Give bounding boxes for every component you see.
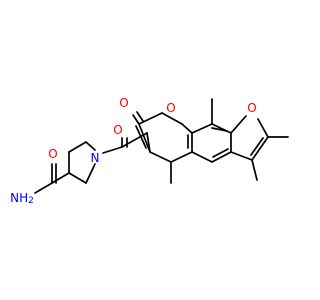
pyran-oxygen-label: O xyxy=(166,101,175,115)
ketone-oxygen-label: O xyxy=(113,123,122,137)
bond-lines xyxy=(34,98,289,194)
atom-labels: NH2 O N O O O O xyxy=(10,96,257,206)
amide-nh2-subscript: 2 xyxy=(28,196,34,206)
amide-oxygen-label: O xyxy=(48,147,57,161)
amide-nh2-text: NH xyxy=(10,191,28,205)
molecule-drawing: NH2 O N O O O O xyxy=(10,96,289,206)
furan-oxygen-label: O xyxy=(247,101,256,115)
amide-nh2-label: NH2 xyxy=(10,191,34,206)
piperidine-nitrogen-label: N xyxy=(91,151,100,165)
lactone-carbonyl-oxygen-label: O xyxy=(119,96,128,110)
structure-canvas: NH2 O N O O O O xyxy=(10,96,289,206)
